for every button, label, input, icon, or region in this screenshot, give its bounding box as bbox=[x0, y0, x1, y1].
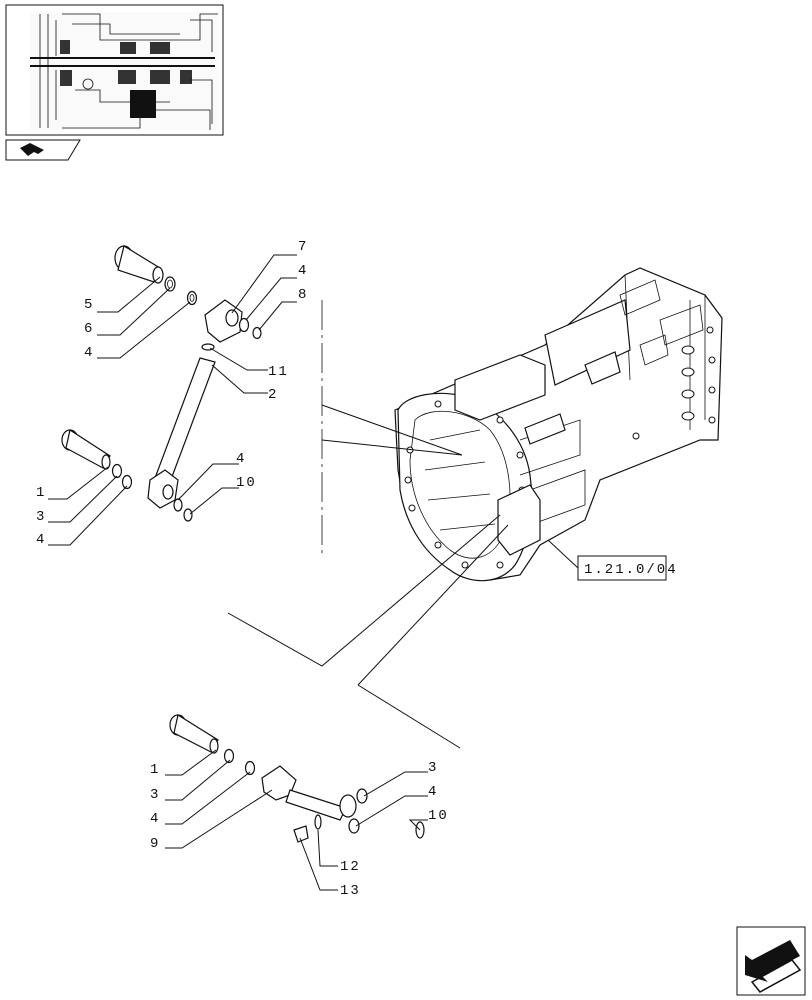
thumbnail-icon[interactable] bbox=[5, 4, 224, 136]
callout-10: 10 bbox=[428, 808, 449, 824]
callout-2: 2 bbox=[268, 387, 278, 403]
callout-4: 4 bbox=[84, 345, 94, 361]
next-page-arrow-icon[interactable] bbox=[736, 926, 806, 996]
top-shaft-assembly bbox=[61, 245, 262, 522]
callout-4: 4 bbox=[150, 811, 160, 827]
callout-4: 4 bbox=[428, 784, 438, 800]
reference-label: 1.21.0/04 bbox=[584, 562, 678, 578]
callout-11: 11 bbox=[268, 364, 289, 380]
callout-3: 3 bbox=[428, 760, 438, 776]
previous-page-arrow-icon[interactable] bbox=[5, 139, 81, 161]
callout-3: 3 bbox=[150, 787, 160, 803]
callout-4: 4 bbox=[236, 451, 246, 467]
callout-12: 12 bbox=[340, 859, 361, 875]
callout-leaders bbox=[48, 254, 428, 891]
callout-5: 5 bbox=[84, 297, 94, 313]
callout-1: 1 bbox=[36, 485, 46, 501]
callout-4: 4 bbox=[36, 532, 46, 548]
callout-8: 8 bbox=[298, 287, 308, 303]
callout-1: 1 bbox=[150, 762, 160, 778]
callout-4: 4 bbox=[298, 263, 308, 279]
callout-9: 9 bbox=[150, 836, 160, 852]
callout-13: 13 bbox=[340, 883, 361, 899]
callout-10: 10 bbox=[236, 475, 257, 491]
reference-box[interactable]: 1.21.0/04 bbox=[577, 555, 678, 581]
transmission-housing bbox=[321, 267, 723, 582]
callout-numbers: 7 4 8 5 6 4 11 2 4 10 1 3 4 1 3 4 9 3 4 … bbox=[36, 239, 449, 899]
callout-3: 3 bbox=[36, 509, 46, 525]
callout-7: 7 bbox=[298, 239, 308, 255]
callout-6: 6 bbox=[84, 321, 94, 337]
